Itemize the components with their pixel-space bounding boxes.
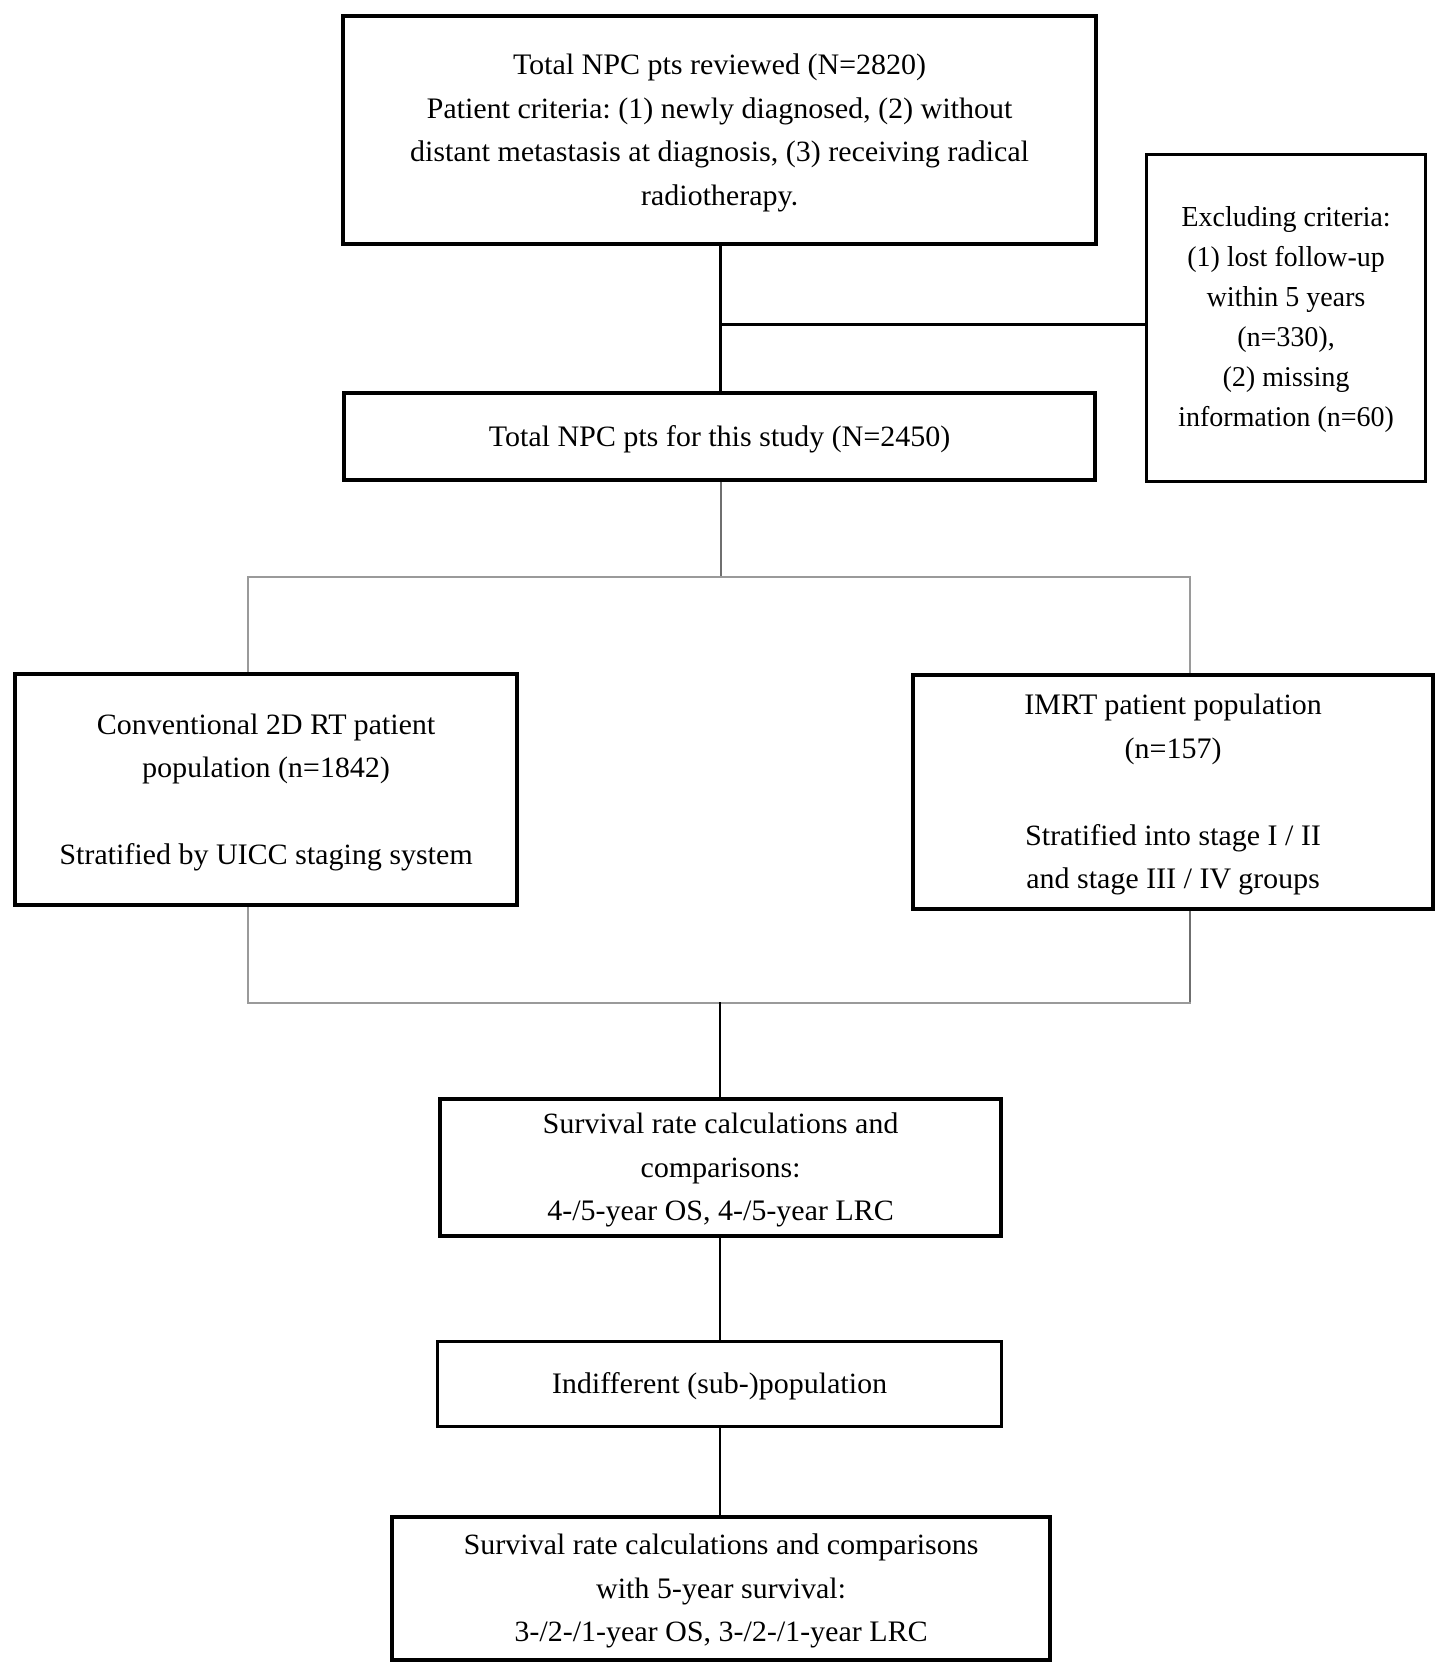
- survival-321-line: Survival rate calculations and compariso…: [463, 1528, 979, 1562]
- excluding-criteria-line: information (n=60): [1178, 402, 1394, 434]
- connector-survival-to-indifferent: [719, 1238, 721, 1340]
- total-study-box: Total NPC pts for this study (N=2450): [342, 391, 1097, 482]
- imrt-line: IMRT patient population: [1024, 688, 1322, 722]
- indifferent-population-line: Indifferent (sub-)population: [551, 1367, 888, 1401]
- excluding-criteria-line: (1) lost follow-up: [1187, 241, 1385, 273]
- survival-45-line: comparisons:: [640, 1150, 801, 1184]
- blank-line: [17, 790, 515, 834]
- conventional-2drt-line: population (n=1842): [142, 751, 390, 784]
- connector-imrt-down: [1189, 911, 1191, 1004]
- connector-split-right-down: [1189, 576, 1191, 673]
- conventional-2drt-line: Stratified by UICC staging system: [59, 838, 473, 871]
- total-reviewed-line: radiotherapy.: [640, 178, 799, 212]
- total-reviewed-line: distant metastasis at diagnosis, (3) rec…: [410, 135, 1029, 168]
- excluding-criteria-line: (2) missing: [1222, 362, 1350, 394]
- indifferent-population-box: Indifferent (sub-)population: [436, 1340, 1003, 1428]
- imrt-line: Stratified into stage I / II: [1025, 818, 1321, 852]
- excluding-criteria-line: within 5 years: [1206, 281, 1366, 313]
- survival-45-line: 4-/5-year OS, 4-/5-year LRC: [547, 1194, 894, 1228]
- survival-45-line: Survival rate calculations and: [542, 1107, 899, 1141]
- total-reviewed-line: Total NPC pts reviewed (N=2820): [512, 48, 927, 81]
- connector-split-left-down: [247, 576, 249, 672]
- connector-study-down: [720, 482, 722, 576]
- blank-line: [915, 770, 1431, 814]
- connector-split-horizontal: [247, 576, 1191, 578]
- excluding-criteria-line: Excluding criteria:: [1181, 201, 1391, 233]
- connector-conventional-down: [247, 907, 249, 1004]
- survival-45-box: Survival rate calculations and compariso…: [438, 1097, 1003, 1238]
- total-study-line: Total NPC pts for this study (N=2450): [488, 419, 951, 453]
- total-reviewed-line: Patient criteria: (1) newly diagnosed, (…: [426, 91, 1013, 125]
- total-reviewed-box: Total NPC pts reviewed (N=2820) Patient …: [341, 14, 1098, 246]
- imrt-line: and stage III / IV groups: [1026, 862, 1320, 896]
- survival-321-box: Survival rate calculations and compariso…: [390, 1515, 1052, 1662]
- excluding-criteria-line: (n=330),: [1237, 322, 1335, 353]
- connector-merge-to-survival: [719, 1002, 721, 1097]
- survival-321-line: 3-/2-/1-year OS, 3-/2-/1-year LRC: [514, 1615, 928, 1649]
- conventional-2drt-line: Conventional 2D RT patient: [96, 707, 436, 741]
- excluding-criteria-box: Excluding criteria: (1) lost follow-up w…: [1145, 153, 1427, 483]
- survival-321-line: with 5-year survival:: [596, 1571, 846, 1605]
- connector-reviewed-to-study: [719, 246, 722, 391]
- imrt-line: (n=157): [1124, 731, 1222, 765]
- connector-branch-to-excluding: [719, 323, 1145, 326]
- connector-indifferent-to-final: [719, 1428, 721, 1515]
- imrt-box: IMRT patient population (n=157) Stratifi…: [911, 673, 1435, 911]
- conventional-2drt-box: Conventional 2D RT patient population (n…: [13, 672, 519, 907]
